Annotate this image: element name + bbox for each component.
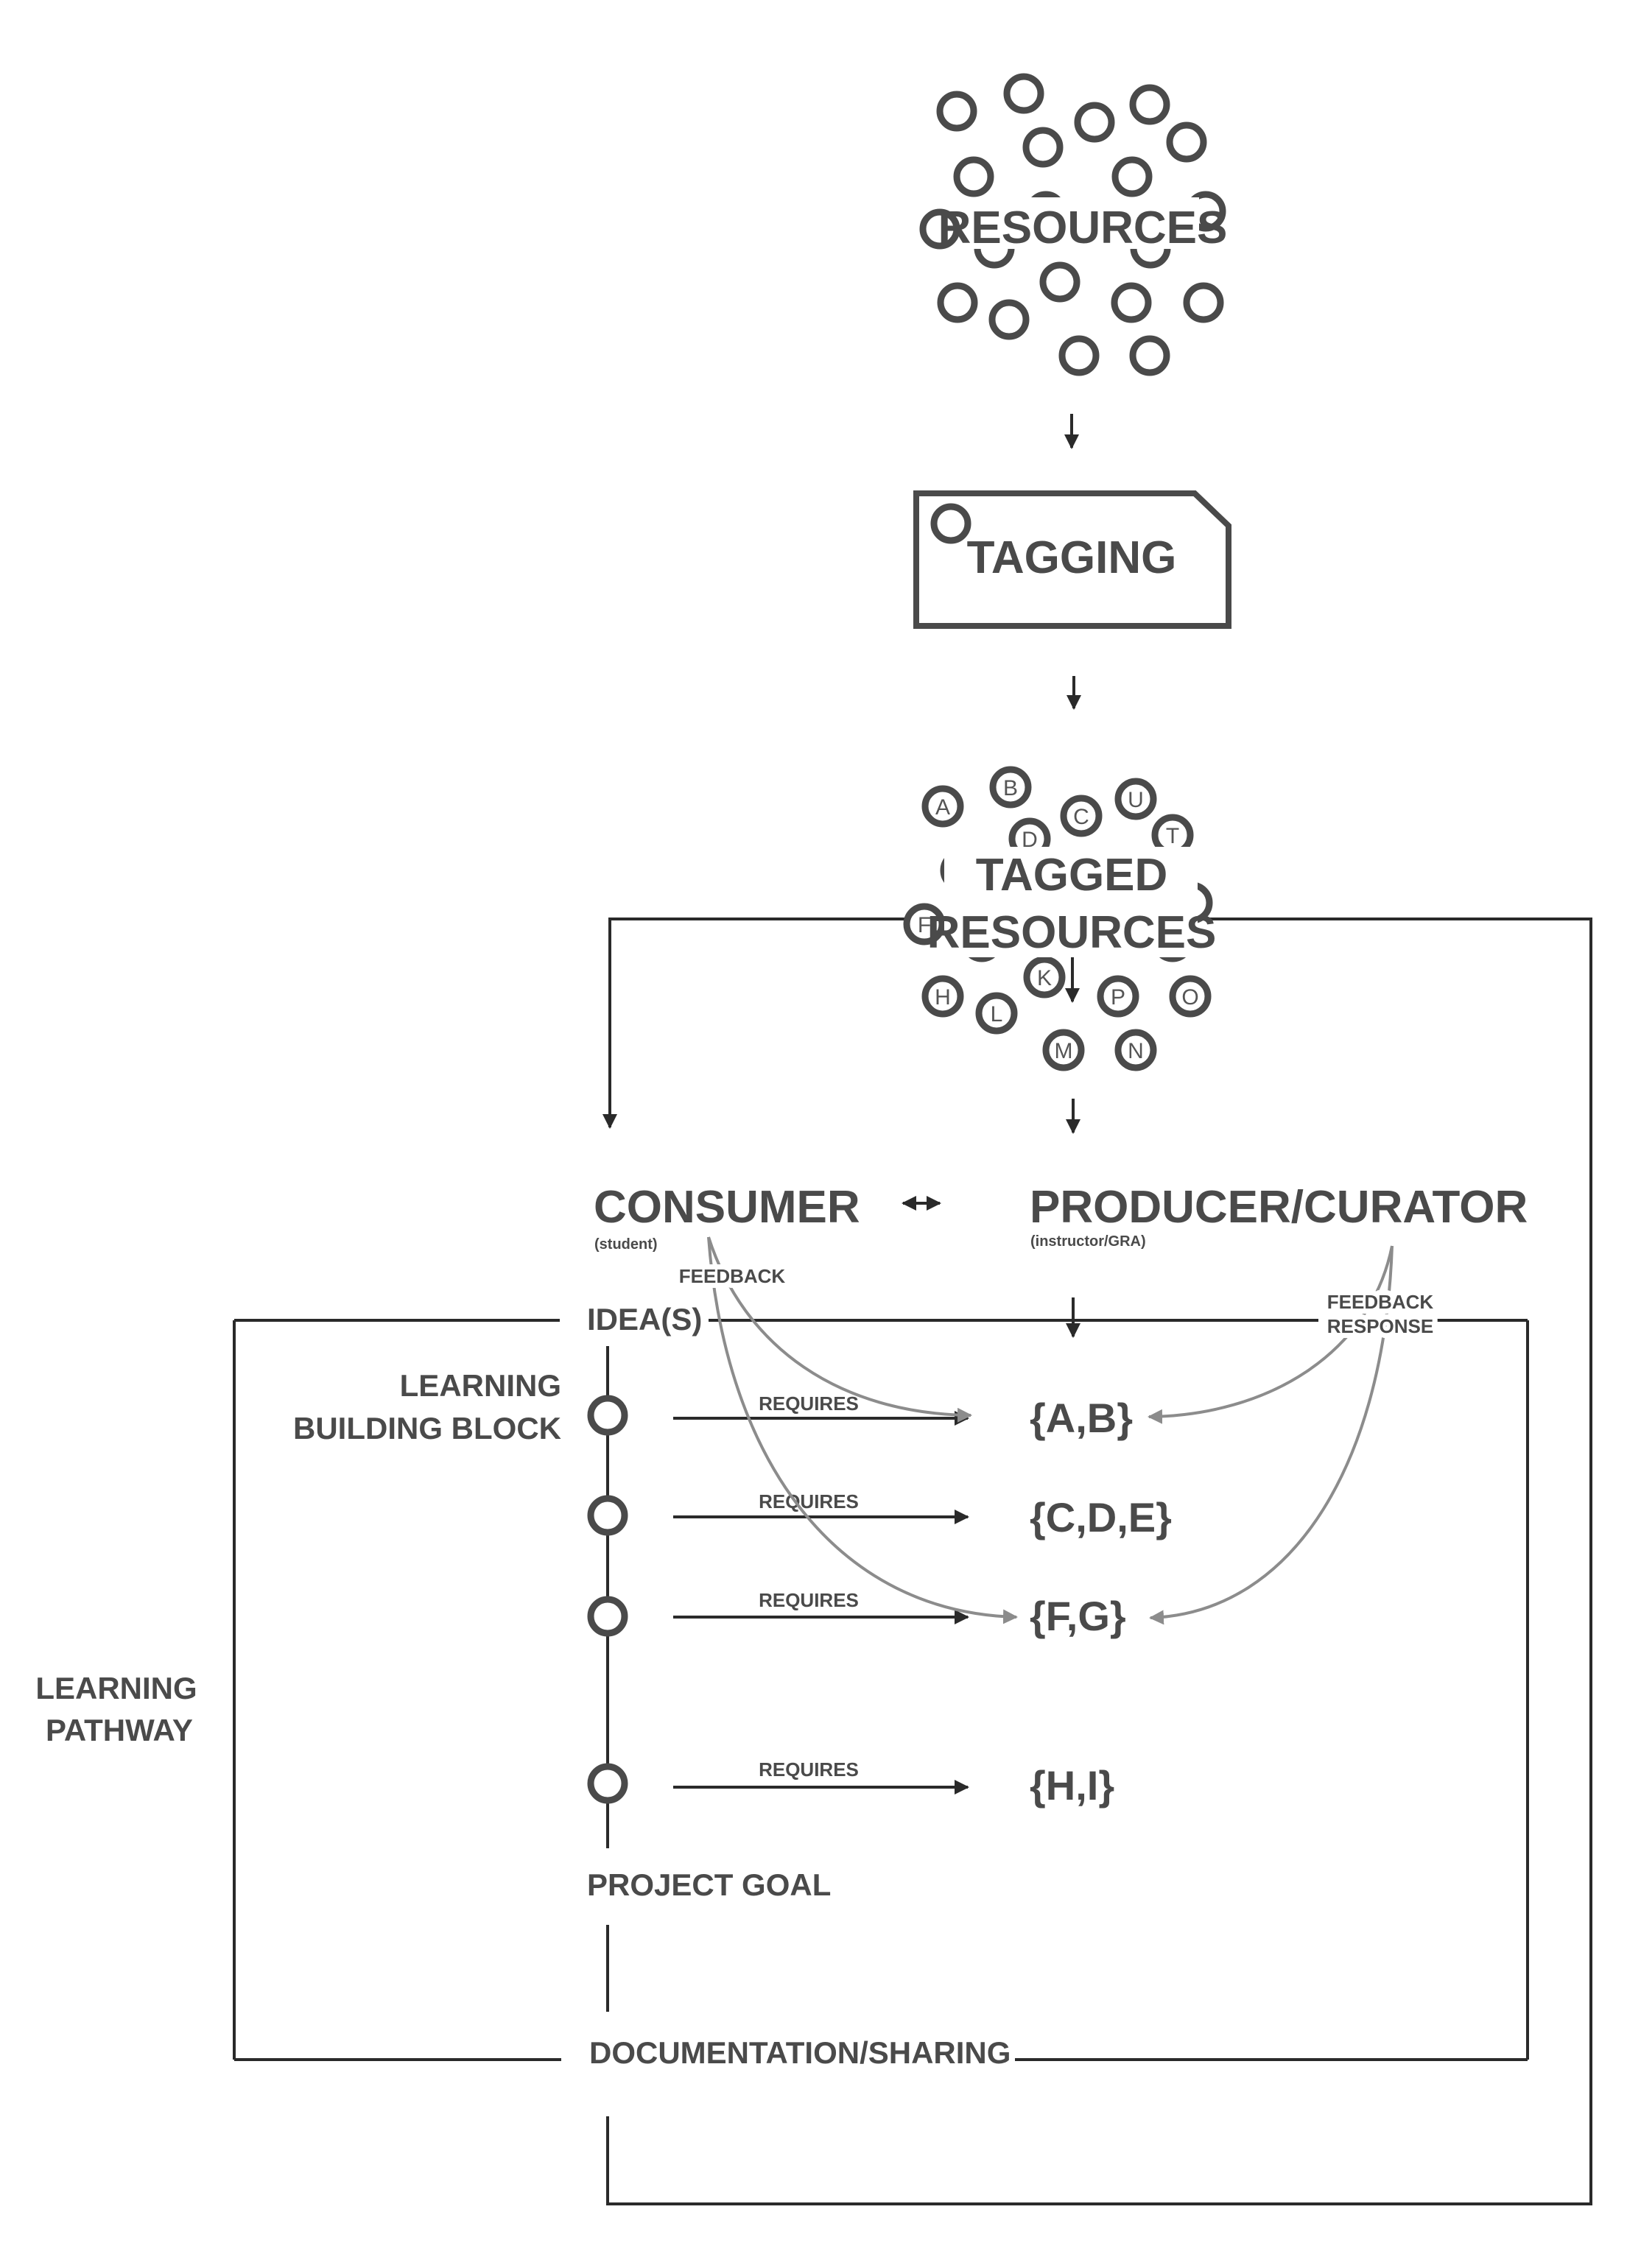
svg-text:K: K	[1037, 966, 1052, 990]
building-block-node	[587, 1596, 628, 1637]
resource-ring	[1129, 335, 1170, 376]
requirement-row-3: REQUIRES {F,G}	[587, 1589, 1126, 1639]
svg-text:L: L	[991, 1002, 1003, 1026]
svg-text:M: M	[1055, 1039, 1073, 1063]
svg-text:LEARNING: LEARNING	[35, 1671, 197, 1705]
tag-node-o: O	[1169, 975, 1212, 1018]
learning-pathway-frame	[233, 1319, 1529, 2061]
tag-node-a: A	[921, 785, 964, 828]
tagged-resources-cloud: A B C U D T F H L K P O M N TAGGED RESOU…	[903, 766, 1217, 1071]
resource-ring	[1039, 261, 1080, 303]
svg-text:PATHWAY: PATHWAY	[46, 1713, 193, 1747]
requirement-row-4: REQUIRES {H,I}	[587, 1758, 1114, 1809]
resource-ring	[936, 91, 977, 132]
learning-pathway-label: LEARNING PATHWAY	[35, 1671, 197, 1747]
tag-ring-icon	[930, 503, 971, 544]
resource-ring	[919, 208, 960, 250]
tag-node-l: L	[975, 992, 1018, 1035]
outer-loop-line	[606, 918, 1592, 2205]
producer-sublabel: (instructor/GRA)	[1030, 1233, 1146, 1250]
tag-node-b: B	[989, 766, 1032, 809]
svg-text:F: F	[918, 913, 931, 937]
resource-set-hi: {H,I}	[1030, 1762, 1114, 1809]
resources-label: RESOURCES	[938, 202, 1228, 253]
resource-set-fg: {F,G}	[1030, 1593, 1126, 1639]
resource-ring	[988, 299, 1030, 340]
resource-ring	[1129, 84, 1170, 125]
tagging-label: TAGGING	[967, 532, 1177, 583]
tag-node-u: U	[1114, 778, 1157, 820]
response-curve-to-ab	[1148, 1245, 1394, 1424]
resource-ring	[953, 156, 994, 197]
resource-ring	[1058, 335, 1100, 376]
resources-cloud: RESOURCES	[919, 73, 1228, 376]
svg-text:H: H	[935, 985, 951, 1010]
tagged-label-line1: TAGGED	[976, 850, 1168, 901]
svg-text:RESPONSE: RESPONSE	[1327, 1315, 1434, 1337]
building-block-node	[587, 1495, 628, 1536]
svg-text:FEEDBACK: FEEDBACK	[1327, 1291, 1434, 1313]
resource-ring	[1022, 127, 1064, 168]
resource-ring	[1166, 122, 1207, 163]
producer-block: PRODUCER/CURATOR (instructor/GRA)	[1030, 1182, 1528, 1250]
response-curve-to-fg	[1149, 1245, 1394, 1625]
consumer-sublabel: (student)	[594, 1236, 658, 1253]
feedback-curve-to-fg	[707, 1236, 1018, 1624]
resource-ring	[1183, 282, 1224, 323]
resource-set-cde: {C,D,E}	[1030, 1494, 1172, 1540]
svg-text:T: T	[1166, 824, 1179, 848]
svg-text:P: P	[1111, 985, 1125, 1010]
svg-text:B: B	[1003, 776, 1018, 800]
tagged-label-backdrop	[944, 847, 1198, 957]
project-goal-label: PROJECT GOAL	[587, 1867, 831, 1902]
resource-ring	[937, 282, 978, 323]
tag-node-k: K	[1023, 956, 1066, 999]
svg-text:N: N	[1128, 1039, 1144, 1063]
svg-text:D: D	[1022, 828, 1038, 852]
tagging-frame	[913, 490, 1231, 629]
feedback-curves	[707, 1236, 1394, 1625]
resource-ring	[1074, 102, 1115, 143]
building-block-node	[587, 1763, 628, 1804]
resource-ring	[1003, 73, 1044, 114]
resource-set-ab: {A,B}	[1030, 1395, 1133, 1441]
documentation-sharing-label: DOCUMENTATION/SHARING	[589, 2035, 1011, 2070]
requires-label: REQUIRES	[759, 1392, 859, 1415]
requires-label: REQUIRES	[759, 1758, 859, 1781]
svg-text:O: O	[1181, 985, 1198, 1010]
ideas-label: IDEA(S)	[587, 1302, 702, 1336]
svg-text:BUILDING BLOCK: BUILDING BLOCK	[293, 1411, 561, 1445]
tag-node-h: H	[921, 975, 964, 1018]
learning-building-block-label: LEARNING BUILDING BLOCK	[293, 1368, 561, 1445]
svg-text:C: C	[1073, 805, 1089, 829]
feedback-label: FEEDBACK	[679, 1265, 786, 1287]
feedback-response-label: FEEDBACK RESPONSE	[1322, 1286, 1439, 1342]
outer-loop	[602, 918, 1592, 2205]
tagging-box: TAGGING	[913, 490, 1231, 629]
building-block-node	[587, 1395, 628, 1436]
tag-node-n: N	[1114, 1029, 1157, 1071]
svg-text:LEARNING: LEARNING	[400, 1368, 561, 1403]
consumer-block: CONSUMER (student)	[594, 1182, 860, 1253]
svg-text:U: U	[1128, 788, 1144, 812]
resources-label-backdrop	[962, 197, 1199, 249]
requires-label: REQUIRES	[759, 1589, 859, 1611]
requires-label: REQUIRES	[759, 1490, 859, 1512]
producer-label: PRODUCER/CURATOR	[1030, 1182, 1528, 1233]
svg-text:A: A	[935, 795, 950, 820]
tagged-label-line2: RESOURCES	[927, 907, 1217, 958]
consumer-label: CONSUMER	[594, 1182, 860, 1233]
requirement-row-2: REQUIRES {C,D,E}	[587, 1490, 1172, 1540]
requirement-row-1: REQUIRES {A,B}	[587, 1392, 1133, 1441]
resource-ring	[1111, 282, 1152, 323]
feedback-curve-to-ab	[707, 1236, 972, 1423]
tag-node-p: P	[1097, 975, 1139, 1018]
tag-node-f: F	[903, 903, 946, 945]
loop-to-consumer-arrow	[602, 918, 913, 1129]
resource-ring	[1111, 156, 1153, 197]
tag-node-m: M	[1042, 1029, 1085, 1071]
tag-node-c: C	[1060, 795, 1103, 837]
